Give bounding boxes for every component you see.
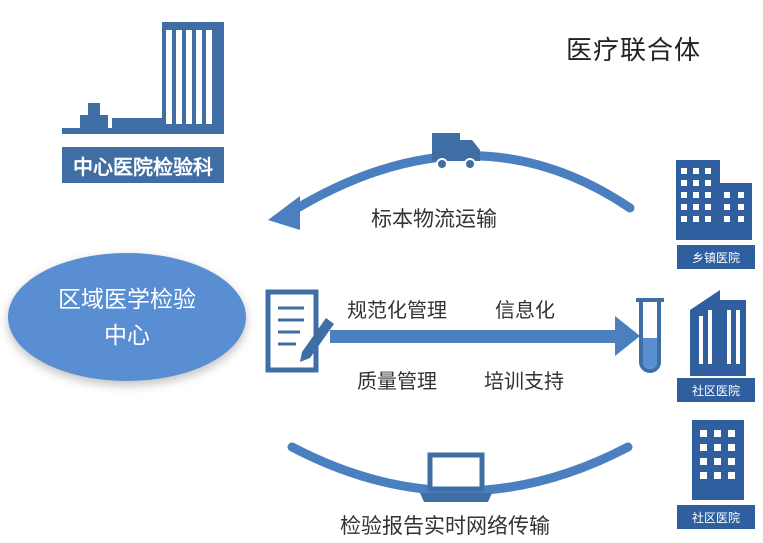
regional-center-line2: 中心 — [104, 323, 150, 349]
facility-badge-community-1: 社区医院 — [677, 378, 755, 402]
facility-badge-community-2: 社区医院 — [677, 505, 755, 529]
management-item-informatization: 信息化 — [495, 298, 555, 322]
diagram-title: 医疗联合体 — [566, 36, 702, 66]
management-item-quality: 质量管理 — [357, 369, 437, 393]
facility-badge-township: 乡镇医院 — [677, 245, 755, 269]
regional-center-ellipse — [8, 253, 246, 381]
document-pen-icon — [265, 289, 334, 373]
management-arrow-shaft — [330, 330, 620, 343]
truck-icon — [432, 133, 480, 170]
management-item-standardization: 规范化管理 — [347, 298, 447, 322]
hq-label: 中心医院检验科 — [62, 147, 224, 183]
township-hospital-building-icon — [676, 160, 752, 240]
community-hospital-building-icon-2 — [692, 420, 744, 500]
management-item-training: 培训支持 — [484, 369, 564, 393]
specimen-transport-label: 标本物流运输 — [371, 207, 497, 231]
hospital-building-icon — [62, 22, 224, 134]
specimen-arrow-head — [268, 196, 300, 230]
regional-center-label: 区域医学检验 中心 — [8, 282, 246, 354]
test-tube-icon — [636, 298, 664, 373]
laptop-icon — [420, 452, 492, 502]
report-transmission-label: 检验报告实时网络传输 — [340, 514, 550, 538]
regional-center-line1: 区域医学检验 — [58, 287, 196, 313]
management-arrow-head — [615, 316, 640, 356]
community-hospital-building-icon — [690, 290, 746, 376]
